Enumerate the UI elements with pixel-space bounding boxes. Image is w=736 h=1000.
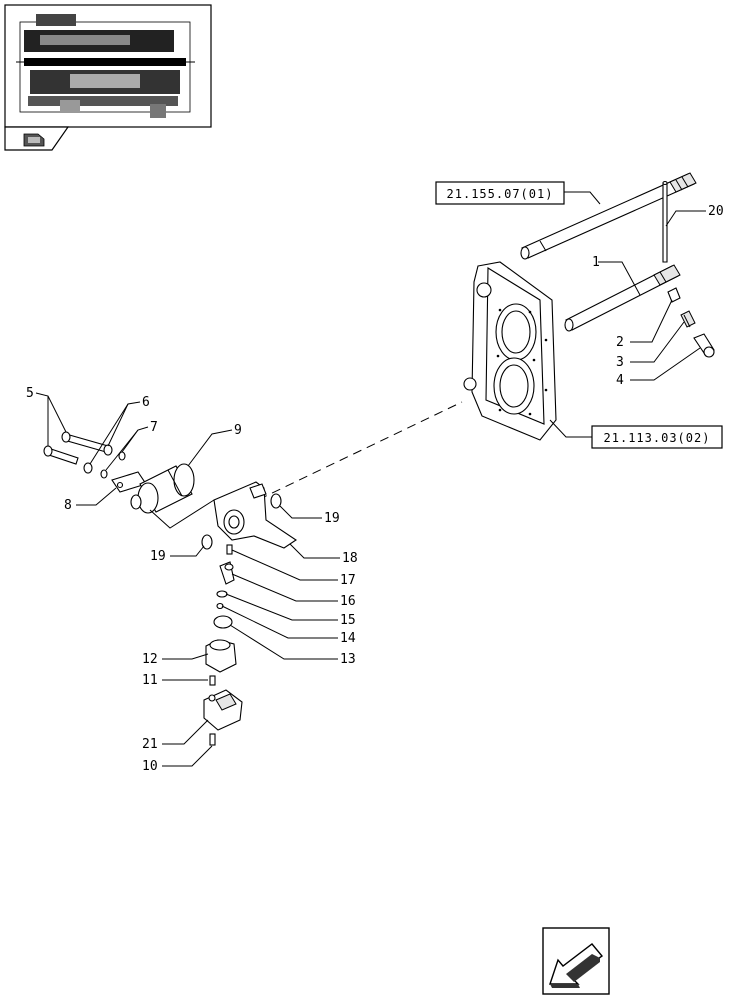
callout-7: 7 <box>150 420 158 435</box>
callout-4: 4 <box>616 373 624 388</box>
callout-1: 1 <box>592 255 600 270</box>
screw-part-11 <box>209 675 216 686</box>
callout-14: 14 <box>340 631 356 646</box>
navigate-back-arrow-icon <box>549 943 604 988</box>
callout-2: 2 <box>616 335 624 350</box>
callout-19-left: 19 <box>150 549 166 564</box>
lever-part-16 <box>219 561 235 585</box>
washer-part-15 <box>216 590 228 598</box>
assembly-dashed-line <box>244 401 463 507</box>
reference-box-shaft[interactable]: 21.155.07(01) <box>435 181 565 205</box>
plug-part-2 <box>667 287 681 303</box>
reference-label-housing: 21.113.03(02) <box>604 431 711 445</box>
callout-10: 10 <box>142 759 158 774</box>
washer-part-6 <box>83 444 113 474</box>
navigate-back-button[interactable] <box>542 927 610 995</box>
transmission-overview-thumbnail-icon <box>16 14 195 118</box>
pin-part-17 <box>226 544 233 555</box>
callout-19-right: 19 <box>324 511 340 526</box>
callout-16: 16 <box>340 594 356 609</box>
reference-box-housing[interactable]: 21.113.03(02) <box>591 425 723 449</box>
callout-3: 3 <box>616 355 624 370</box>
callout-12: 12 <box>142 652 158 667</box>
selector-rod-upper <box>520 172 697 260</box>
actuator-cylinder-part-9 <box>130 463 195 514</box>
overview-thumbnail[interactable] <box>4 4 212 151</box>
bracket-part-21 <box>203 689 243 731</box>
shift-shaft-part-1 <box>564 264 681 332</box>
leader-lines <box>35 191 706 767</box>
callout-17: 17 <box>340 573 356 588</box>
callout-20: 20 <box>708 204 724 219</box>
shift-fork-part-18 <box>213 481 297 549</box>
washer-part-7 <box>100 451 126 479</box>
sensor-part-4 <box>693 333 715 358</box>
callout-5: 5 <box>26 386 34 401</box>
screw-part-10 <box>209 733 216 746</box>
callout-18: 18 <box>342 551 358 566</box>
callout-9: 9 <box>234 423 242 438</box>
callout-11: 11 <box>142 673 158 688</box>
housing-part-12 <box>205 639 237 673</box>
seal-ring-part-13 <box>213 615 233 629</box>
spring-part-3 <box>680 310 696 328</box>
callout-21: 21 <box>142 737 158 752</box>
rod-part-20 <box>662 180 668 263</box>
bolt-part-5 <box>43 431 109 465</box>
parts-book-tab-icon <box>23 133 45 147</box>
o-ring-part-19 <box>201 493 282 550</box>
callout-6: 6 <box>142 395 150 410</box>
transmission-cover-housing <box>463 261 557 441</box>
callout-labels: 1 2 3 4 5 6 7 8 9 10 11 12 13 14 15 16 1… <box>26 204 724 774</box>
reference-label-shaft: 21.155.07(01) <box>447 187 554 201</box>
callout-15: 15 <box>340 613 356 628</box>
callout-13: 13 <box>340 652 356 667</box>
callout-8: 8 <box>64 498 72 513</box>
